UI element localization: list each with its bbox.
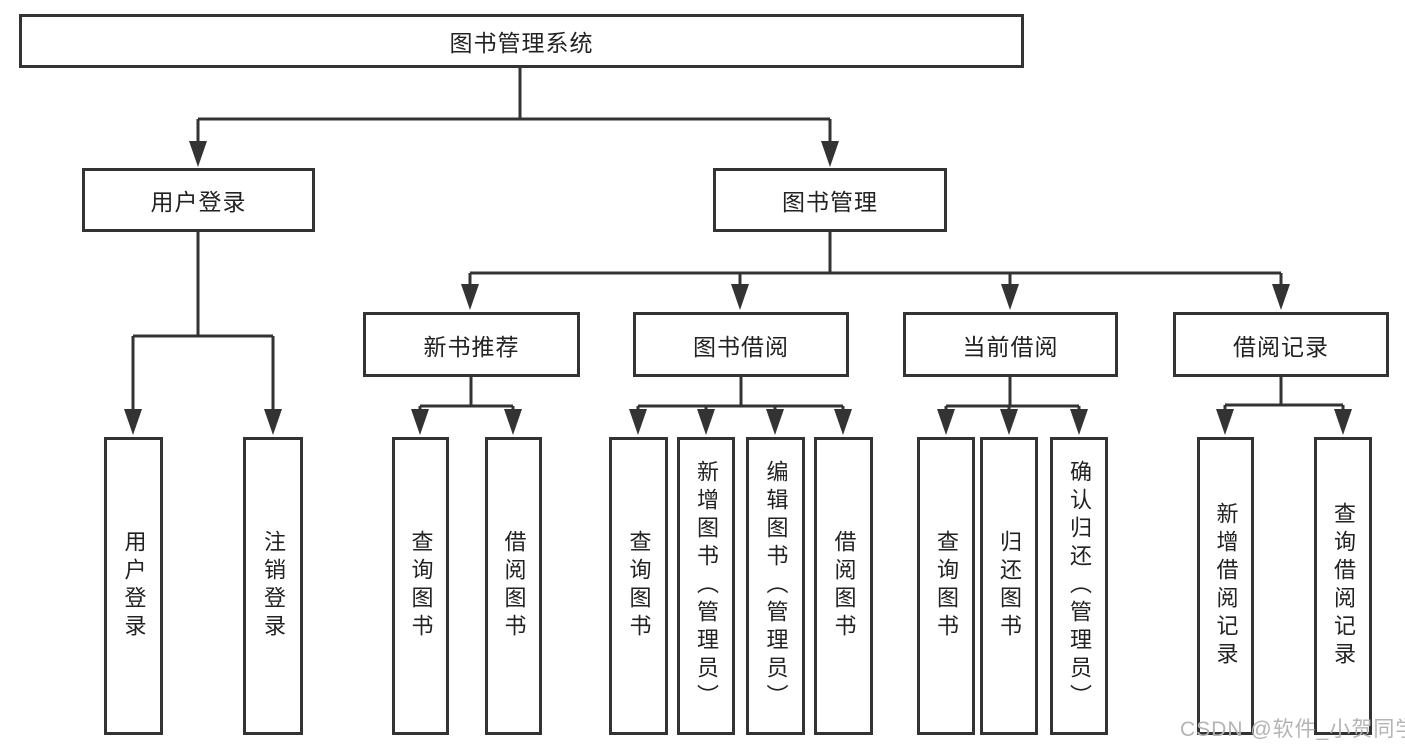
arrowheads xyxy=(124,141,1352,435)
node-book-borrow: 图书借阅 xyxy=(633,312,849,377)
arrowhead-icon xyxy=(731,284,749,310)
node-borrow-records: 借阅记录 xyxy=(1173,312,1389,377)
leaf-confirm-return-admin-label: 确认归还（管理员） xyxy=(1067,460,1092,712)
arrowhead-icon xyxy=(504,409,522,435)
node-book-mgmt-label: 图书管理 xyxy=(782,189,878,215)
node-current-borrow: 当前借阅 xyxy=(903,312,1118,377)
leaf-query-books-1-label: 查询图书 xyxy=(408,530,434,642)
arrowhead-icon xyxy=(124,409,142,435)
leaf-query-books-3-label: 查询图书 xyxy=(934,530,959,642)
leaf-add-books-admin-label: 新增图书（管理员） xyxy=(694,460,719,712)
leaf-logout: 注销登录 xyxy=(243,437,303,735)
arrowhead-icon xyxy=(1334,409,1352,435)
leaf-query-books-2: 查询图书 xyxy=(609,437,668,735)
arrowhead-icon xyxy=(937,409,955,435)
connector-book-mgmt-children xyxy=(468,232,1283,285)
connector-new-book-children xyxy=(418,377,515,410)
leaf-query-borrow-record-label: 查询借阅记录 xyxy=(1331,502,1356,670)
node-new-book-rec: 新书推荐 xyxy=(363,312,580,377)
arrowhead-icon xyxy=(1216,409,1234,435)
node-book-mgmt: 图书管理 xyxy=(713,168,947,232)
connector-root-to-level2 xyxy=(196,68,832,142)
arrowhead-icon xyxy=(821,141,839,167)
arrowhead-icon xyxy=(1001,284,1019,310)
connector-borrow-records-children xyxy=(1223,377,1345,410)
leaf-user-login-label: 用户登录 xyxy=(121,530,147,642)
leaf-query-books-3: 查询图书 xyxy=(917,437,975,735)
leaf-add-borrow-record: 新增借阅记录 xyxy=(1197,437,1254,735)
arrowhead-icon xyxy=(766,409,784,435)
leaf-borrow-books-1-label: 借阅图书 xyxy=(501,530,527,642)
leaf-borrow-books-2: 借阅图书 xyxy=(814,437,873,735)
leaf-query-borrow-record: 查询借阅记录 xyxy=(1314,437,1372,735)
node-new-book-rec-label: 新书推荐 xyxy=(423,333,520,360)
arrowhead-icon xyxy=(264,409,282,435)
leaf-return-books: 归还图书 xyxy=(980,437,1038,735)
arrowhead-icon xyxy=(834,409,852,435)
connector-current-borrow-children xyxy=(944,377,1081,410)
arrowhead-icon xyxy=(697,409,715,435)
node-borrow-records-label: 借阅记录 xyxy=(1233,333,1329,360)
leaf-query-books-1: 查询图书 xyxy=(392,437,449,735)
arrowhead-icon xyxy=(1000,409,1018,435)
leaf-confirm-return-admin: 确认归还（管理员） xyxy=(1050,437,1108,735)
leaf-query-books-2-label: 查询图书 xyxy=(626,530,652,642)
arrowhead-icon xyxy=(411,409,429,435)
node-root-label: 图书管理系统 xyxy=(449,30,594,56)
arrowhead-icon xyxy=(629,409,647,435)
node-root: 图书管理系统 xyxy=(19,14,1024,68)
leaf-edit-books-admin-label: 编辑图书（管理员） xyxy=(763,460,789,712)
leaf-add-borrow-record-label: 新增借阅记录 xyxy=(1213,502,1239,670)
connector-book-borrow-children xyxy=(636,377,845,410)
leaf-return-books-label: 归还图书 xyxy=(997,530,1022,642)
leaf-edit-books-admin: 编辑图书（管理员） xyxy=(746,437,805,735)
leaf-add-books-admin: 新增图书（管理员） xyxy=(677,437,735,735)
node-user-login-label: 用户登录 xyxy=(150,189,247,215)
connector-user-login-children xyxy=(131,232,275,410)
arrowhead-icon xyxy=(189,141,207,167)
node-current-borrow-label: 当前借阅 xyxy=(962,333,1059,360)
csdn-watermark: CSDN @软件_小贺同学 xyxy=(1180,718,1405,741)
leaf-borrow-books-2-label: 借阅图书 xyxy=(831,530,857,642)
leaf-borrow-books-1: 借阅图书 xyxy=(485,437,542,735)
arrowhead-icon xyxy=(1070,409,1088,435)
arrowhead-icon xyxy=(1272,284,1290,310)
leaf-logout-label: 注销登录 xyxy=(261,530,286,642)
leaf-user-login: 用户登录 xyxy=(104,437,163,735)
node-book-borrow-label: 图书借阅 xyxy=(693,333,789,360)
arrowhead-icon xyxy=(461,284,479,310)
node-user-login: 用户登录 xyxy=(82,168,315,232)
